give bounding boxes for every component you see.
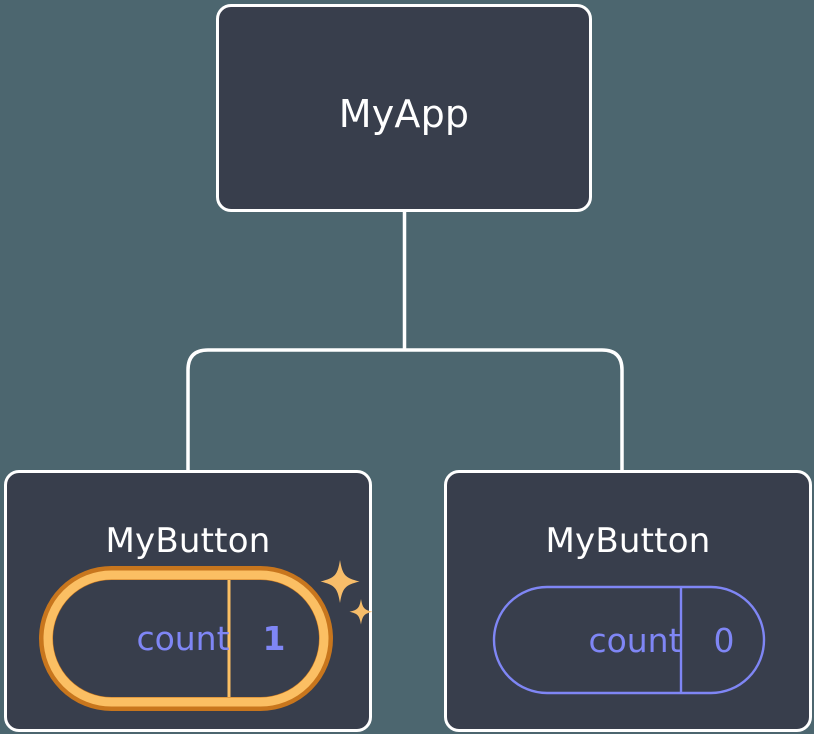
node-mybutton-right-label: MyButton [545, 521, 711, 561]
node-myapp-label: MyApp [338, 92, 470, 136]
state-value-label: 0 [714, 621, 735, 660]
node-myapp[interactable]: MyApp [216, 4, 592, 212]
sparkle-large-icon [320, 560, 360, 603]
sparkle-group [314, 558, 384, 642]
pill-inner-ring [43, 570, 329, 707]
pill-fill [53, 580, 319, 697]
pill-outline [492, 585, 766, 695]
sparkle-small-icon [349, 599, 373, 625]
state-pill-count-plain[interactable]: count 0 [491, 584, 773, 700]
node-mybutton-right[interactable]: MyButton [444, 470, 812, 732]
node-mybutton-left-label: MyButton [105, 521, 271, 561]
state-value-label: 1 [263, 619, 286, 658]
connector-branch-bus [186, 348, 624, 470]
state-pill-count-highlighted[interactable]: count 1 [36, 562, 336, 714]
state-key-label: count [588, 621, 681, 660]
state-key-label: count [136, 619, 229, 658]
